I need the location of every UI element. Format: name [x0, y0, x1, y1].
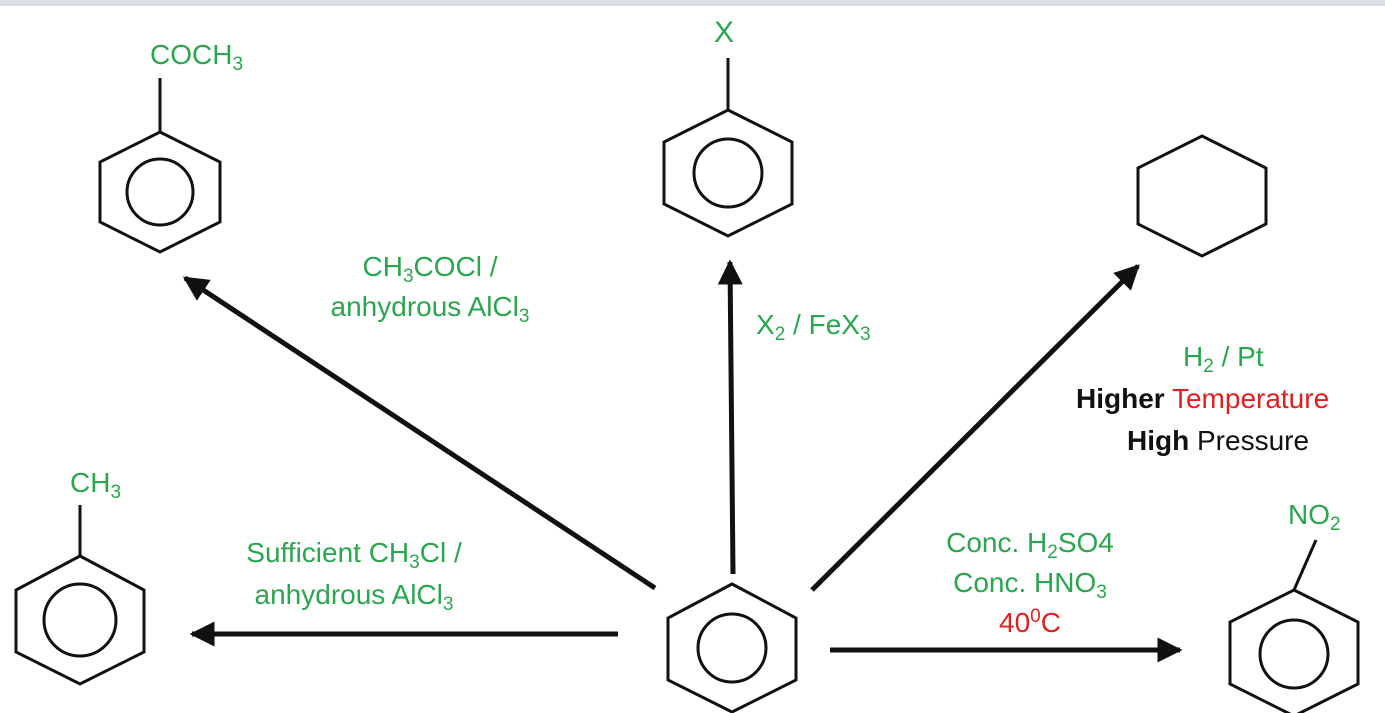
halobenzene-ring — [662, 58, 794, 238]
halogenation-reagent: X2 / FeX3 — [756, 309, 871, 345]
arrow-acylation — [182, 275, 657, 591]
alkylation-reagent-line2: anhydrous AlCl3 — [254, 579, 454, 615]
alkylation-reagent-line1: Sufficient CH3Cl / — [246, 537, 462, 573]
nitration-temperature: 400C — [999, 606, 1061, 638]
halogen-group-label: X — [714, 16, 735, 49]
nitration-reagent-line1: Conc. H2SO4 — [946, 527, 1114, 563]
arrow-halogenation — [717, 259, 743, 575]
acylation-reagent-line2: anhydrous AlCl3 — [330, 291, 530, 327]
toluene-ring — [14, 505, 146, 686]
acetophenone-ring — [98, 78, 222, 254]
nitration-reagent-line2: Conc. HNO3 — [953, 567, 1107, 603]
hydrogenation-reagent: H2 / Pt — [1183, 341, 1264, 377]
acetyl-group-label: COCH3 — [150, 39, 244, 75]
nitrobenzene-ring — [1228, 539, 1360, 713]
acylation-reagent-line1: CH3COCl / — [362, 251, 498, 287]
nitro-group-label: NO2 — [1288, 499, 1341, 535]
methyl-group-label: CH3 — [70, 467, 122, 503]
benzene-ring — [666, 582, 798, 713]
arrow-hydrogenation — [810, 264, 1140, 592]
cyclohexane-ring — [1136, 134, 1268, 258]
top-border — [0, 0, 1385, 6]
hydrogenation-temperature-condition: Higher Temperature — [1076, 383, 1330, 414]
hydrogenation-pressure-condition: High Pressure — [1127, 425, 1310, 456]
